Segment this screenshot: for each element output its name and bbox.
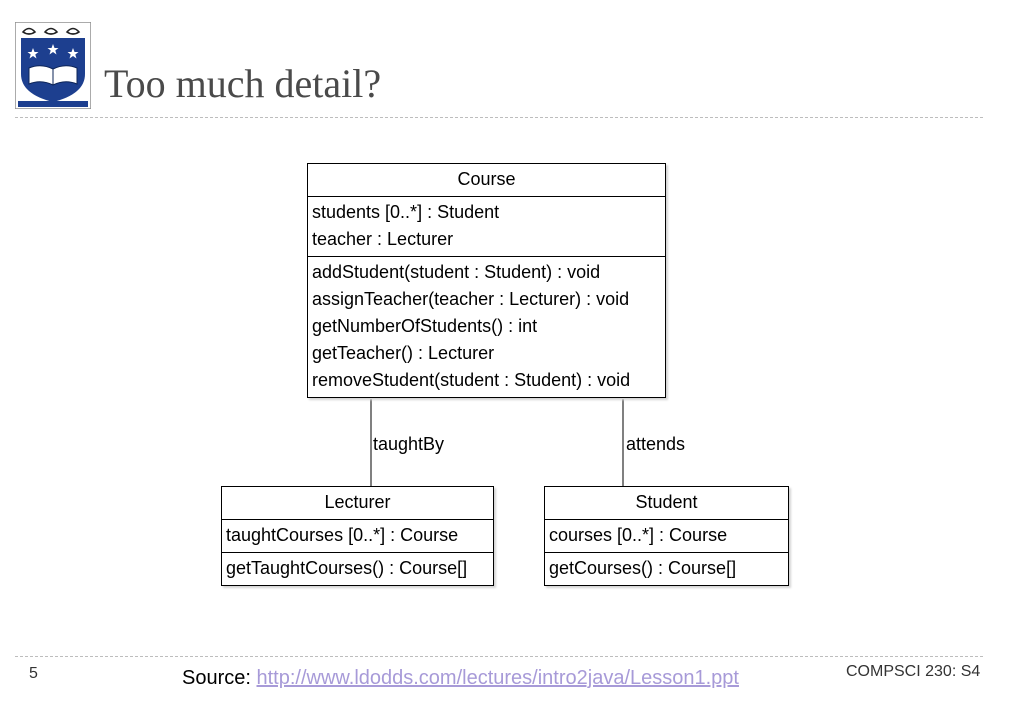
class-lecturer: Lecturer taughtCourses [0..*] : Course g… bbox=[221, 486, 494, 586]
operation: getTaughtCourses() : Course[] bbox=[226, 558, 468, 578]
class-attributes: taughtCourses [0..*] : Course bbox=[222, 520, 493, 553]
university-crest-icon bbox=[15, 22, 91, 109]
attends-label: attends bbox=[626, 434, 686, 454]
class-operations: addStudent(student : Student) : void ass… bbox=[308, 257, 665, 397]
operation: addStudent(student : Student) : void bbox=[312, 262, 601, 282]
operation: getNumberOfStudents() : int bbox=[312, 316, 538, 336]
class-operations: getTaughtCourses() : Course[] bbox=[222, 553, 493, 585]
course-code: COMPSCI 230: S4 bbox=[846, 663, 981, 680]
class-attributes: students [0..*] : Student teacher : Lect… bbox=[308, 197, 665, 257]
attribute: taughtCourses [0..*] : Course bbox=[226, 525, 459, 545]
attribute: students [0..*] : Student bbox=[312, 202, 500, 222]
taught-by-label: taughtBy bbox=[373, 434, 445, 454]
operation: getCourses() : Course[] bbox=[549, 558, 737, 578]
class-attributes: courses [0..*] : Course bbox=[545, 520, 788, 553]
header-divider bbox=[15, 117, 983, 118]
footer-divider bbox=[15, 656, 983, 657]
class-name: Student bbox=[545, 487, 788, 520]
operation: getTeacher() : Lecturer bbox=[312, 343, 495, 363]
class-name: Lecturer bbox=[222, 487, 493, 520]
attribute: teacher : Lecturer bbox=[312, 229, 454, 249]
operation: assignTeacher(teacher : Lecturer) : void bbox=[312, 289, 630, 309]
class-operations: getCourses() : Course[] bbox=[545, 553, 788, 585]
attribute: courses [0..*] : Course bbox=[549, 525, 728, 545]
source-link[interactable]: http://www.ldodds.com/lectures/intro2jav… bbox=[256, 667, 739, 689]
class-name: Course bbox=[308, 164, 665, 197]
page-title: Too much detail? bbox=[104, 61, 382, 106]
operation: removeStudent(student : Student) : void bbox=[312, 370, 631, 390]
class-student: Student courses [0..*] : Course getCours… bbox=[544, 486, 789, 586]
source-label: Source: bbox=[182, 667, 251, 689]
page-number: 5 bbox=[29, 665, 38, 682]
class-course: Course students [0..*] : Student teacher… bbox=[307, 163, 666, 398]
source-citation: Source: http://www.ldodds.com/lectures/i… bbox=[182, 667, 739, 690]
